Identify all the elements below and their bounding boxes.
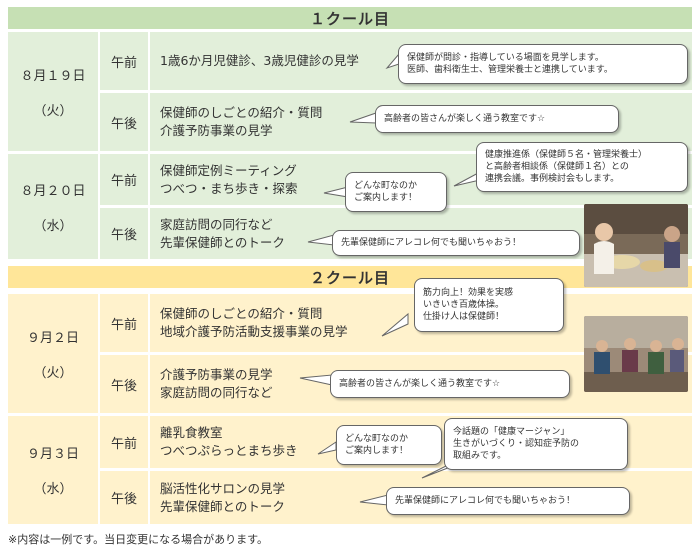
callout-bubble-town-tour: どんな町なのか ご案内します！ bbox=[345, 172, 447, 212]
cool1-day1-pm-label: 午後 bbox=[100, 93, 148, 151]
content-line: 地域介護予防活動支援事業の見学 bbox=[160, 324, 348, 339]
content-line: つべつ・まち歩き・探索 bbox=[160, 180, 298, 196]
cool2-day1-am-label: 午前 bbox=[100, 294, 148, 352]
date-text: ８月２０日 bbox=[20, 183, 86, 199]
cool1-day1-am-label: 午前 bbox=[100, 32, 148, 90]
callout-bubble-senior-talk-2: 先輩保健師にアレコレ何でも聞いちゃおう！ bbox=[386, 487, 630, 515]
cool1-day2-pm-label: 午後 bbox=[100, 208, 148, 259]
content-line: 保健師のしごとの紹介・質問 bbox=[160, 105, 323, 120]
content-line: 離乳食教室 bbox=[160, 425, 223, 440]
cool2-title: ２クール目 bbox=[309, 268, 390, 287]
content-line: 脳活性化サロンの見学 bbox=[160, 480, 286, 496]
footnote: ※内容は一例です。当日変更になる場合があります。 bbox=[8, 533, 269, 546]
callout-bubble-meeting: 健康推進係（保健師５名・管理栄養士） と高齢者相談係（保健師１名）との 連携会議… bbox=[476, 142, 688, 192]
cool2-day2-date-cell: ９月３日 （水） bbox=[8, 416, 98, 524]
exercise-class-photo bbox=[584, 316, 688, 392]
weekday-text: （火） bbox=[33, 365, 73, 381]
cool2-day1-pm-label: 午後 bbox=[100, 355, 148, 413]
content-line: 先輩保健師とのトーク bbox=[160, 234, 285, 250]
callout-bubble-prevention-2: 高齢者の皆さんが楽しく通う教室です☆ bbox=[330, 370, 570, 398]
content-line: 介護予防事業の見学 bbox=[160, 123, 273, 138]
weekday-text: （火） bbox=[33, 103, 73, 119]
content-line: 先輩保健師とのトーク bbox=[160, 498, 285, 514]
content-line: 1歳6か月児健診、3歳児健診の見学 bbox=[160, 53, 359, 68]
date-text: ８月１９日 bbox=[20, 68, 86, 84]
callout-bubble-exercise: 筋力向上！効果を実感 いきいき百歳体操。 仕掛け人は保健師！ bbox=[414, 278, 564, 332]
cool2-day1-date-cell: ９月２日 （火） bbox=[8, 294, 98, 413]
content-line: つべつぷらっとまち歩き bbox=[160, 443, 298, 458]
weekday-text: （水） bbox=[33, 218, 73, 234]
content-line: 家庭訪問の同行など bbox=[160, 216, 273, 232]
callout-bubble-town-tour-2: どんな町なのか ご案内します！ bbox=[336, 425, 442, 465]
weekday-text: （水） bbox=[33, 482, 73, 497]
bubble-tail bbox=[317, 441, 337, 455]
callout-bubble-mahjong: 今話題の「健康マージャン」 生きがいづくり・認知症予防の 取組みです。 bbox=[444, 418, 628, 470]
cool1-day2-date-cell: ８月２０日 （水） bbox=[8, 154, 98, 259]
callout-bubble-senior-talk: 先輩保健師にアレコレ何でも聞いちゃおう！ bbox=[332, 230, 580, 256]
date-text: ９月２日 bbox=[26, 330, 79, 346]
content-line: 介護予防事業の見学 bbox=[160, 367, 273, 382]
cool2-day2-am-label: 午前 bbox=[100, 416, 148, 468]
callout-bubble-checkup: 保健師が問診・指導している場面を見学します。 医師、歯科衛生士、管理栄養士と連携… bbox=[398, 44, 688, 84]
cool2-day2-pm-label: 午後 bbox=[100, 471, 148, 524]
content-line: 保健師定例ミーティング bbox=[160, 162, 297, 178]
cool1-day2-am-label: 午前 bbox=[100, 154, 148, 205]
bubble-tail bbox=[349, 112, 377, 124]
bubble-tail bbox=[299, 374, 333, 386]
callout-bubble-prevention: 高齢者の皆さんが楽しく通う教室です☆ bbox=[375, 105, 619, 133]
date-text: ９月３日 bbox=[26, 447, 79, 462]
cool1-day1-date-cell: ８月１９日 （火） bbox=[8, 32, 98, 151]
cool1-title: １クール目 bbox=[309, 9, 390, 28]
cooking-class-photo bbox=[584, 204, 688, 287]
cool1-header: １クール目 bbox=[8, 7, 692, 29]
content-line: 保健師のしごとの紹介・質問 bbox=[160, 306, 323, 321]
bubble-tail bbox=[381, 312, 409, 337]
content-line: 家庭訪問の同行など bbox=[160, 385, 273, 400]
